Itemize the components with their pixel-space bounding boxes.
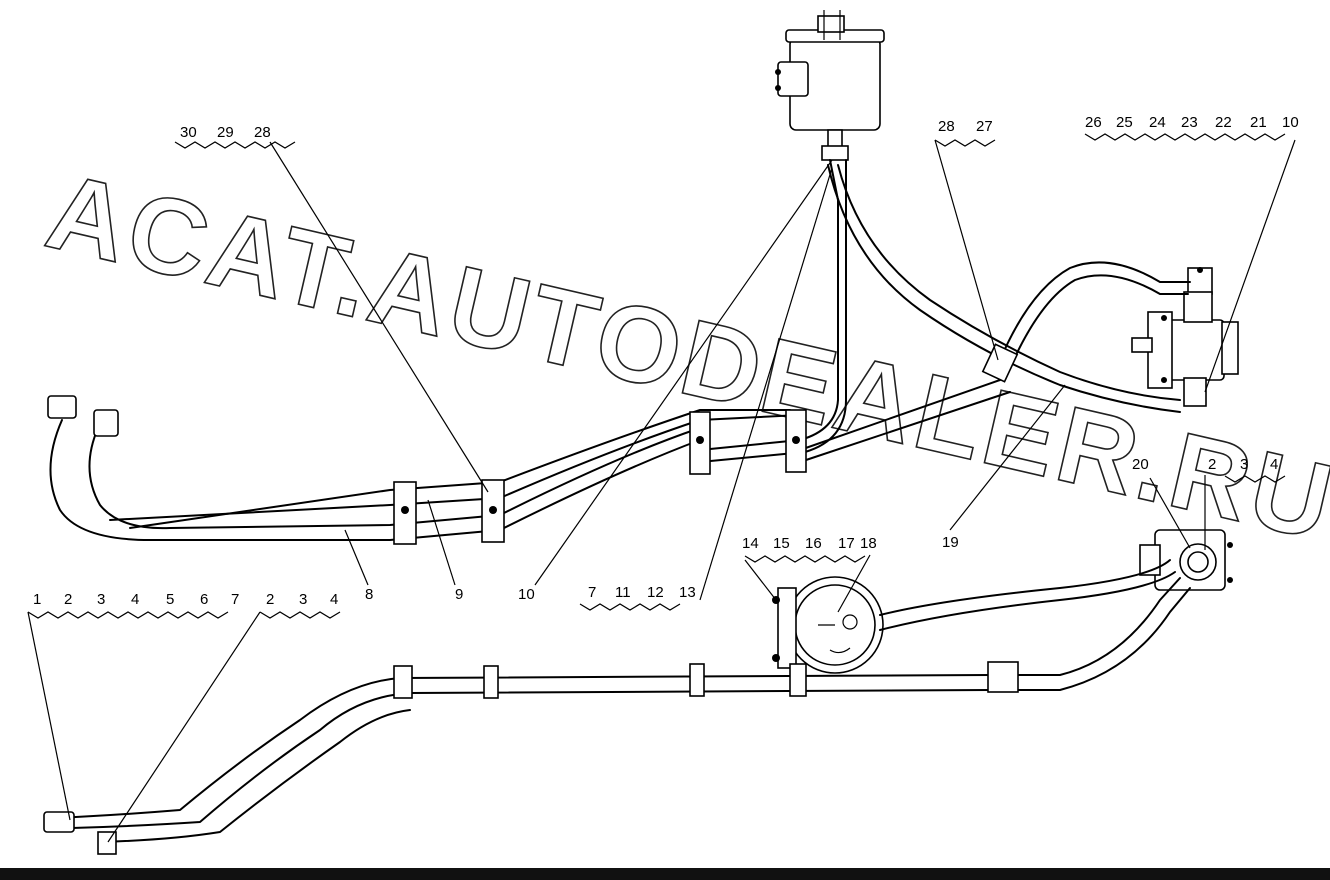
label-4r: 4 xyxy=(1270,456,1278,473)
label-13: 13 xyxy=(679,584,696,601)
label-19: 19 xyxy=(942,534,959,551)
label-10: 10 xyxy=(518,586,535,603)
main-hose-bundle xyxy=(47,379,1011,545)
label-26: 26 xyxy=(1085,114,1102,131)
label-1: 1 xyxy=(33,591,41,608)
label-21: 21 xyxy=(1250,114,1267,131)
label-25: 25 xyxy=(1116,114,1133,131)
filter-assembly xyxy=(772,576,884,674)
hose-clamp-27 xyxy=(981,343,1019,383)
label-5: 5 xyxy=(166,591,174,608)
label-27: 27 xyxy=(976,118,993,135)
label-23: 23 xyxy=(1181,114,1198,131)
label-3r: 3 xyxy=(1240,456,1248,473)
label-30: 30 xyxy=(180,124,197,141)
label-17: 17 xyxy=(838,535,855,552)
label-28b: 28 xyxy=(938,118,955,135)
leader-lines xyxy=(27,139,1296,843)
oil-reservoir xyxy=(775,10,885,161)
bottom-border xyxy=(0,868,1330,880)
label-20: 20 xyxy=(1132,456,1149,473)
filter-hose-b xyxy=(879,571,1176,631)
label-18: 18 xyxy=(860,535,877,552)
label-7c: 7 xyxy=(588,584,596,601)
label-11: 11 xyxy=(615,584,631,601)
steering-gear xyxy=(1131,267,1239,407)
pump-assembly xyxy=(1139,529,1233,591)
label-4: 4 xyxy=(131,591,139,608)
label-8: 8 xyxy=(365,586,373,603)
label-4l: 4 xyxy=(330,591,338,608)
label-2: 2 xyxy=(64,591,72,608)
label-3l: 3 xyxy=(299,591,307,608)
label-7: 7 xyxy=(231,591,239,608)
label-9: 9 xyxy=(455,586,463,603)
label-2l: 2 xyxy=(266,591,274,608)
label-6: 6 xyxy=(200,591,208,608)
label-22: 22 xyxy=(1215,114,1232,131)
label-16: 16 xyxy=(805,535,822,552)
upper-hose-loop xyxy=(999,261,1191,361)
watermark: ACAT.AUTODEALER.RU xyxy=(37,150,1330,564)
label-12: 12 xyxy=(647,584,664,601)
filter-hose-a xyxy=(879,559,1171,616)
label-15: 15 xyxy=(773,535,790,552)
label-24: 24 xyxy=(1149,114,1166,131)
label-2r: 2 xyxy=(1208,456,1216,473)
label-10b: 10 xyxy=(1282,114,1299,131)
label-29: 29 xyxy=(217,124,234,141)
callout-underlines xyxy=(27,133,1286,619)
lower-hose-line xyxy=(43,577,1191,855)
label-28: 28 xyxy=(254,124,271,141)
callout-labels: 30 29 28 28 27 26 25 24 23 22 21 10 20 2… xyxy=(33,114,1299,608)
upper-hose-loop-b xyxy=(1009,274,1189,369)
label-14: 14 xyxy=(742,535,759,552)
label-3: 3 xyxy=(97,591,105,608)
